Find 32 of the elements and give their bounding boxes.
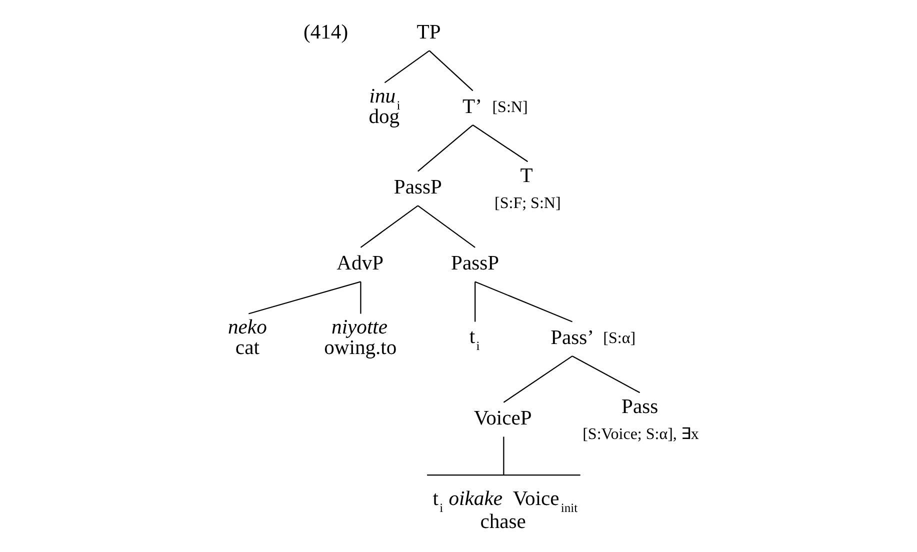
connector bbox=[384, 50, 430, 84]
connector bbox=[503, 356, 573, 403]
connector bbox=[572, 356, 640, 394]
connector bbox=[474, 281, 573, 322]
connector bbox=[360, 205, 418, 248]
node-text: TP bbox=[416, 22, 441, 44]
node-text: inu$_{i}$ dog bbox=[368, 86, 400, 128]
node-text: PassP bbox=[394, 176, 442, 199]
node-text: t$_{i}$ oikake Voice$_{init}$ chase bbox=[432, 488, 578, 534]
node-text: PassP bbox=[451, 252, 500, 275]
connector bbox=[428, 50, 474, 92]
connector bbox=[472, 124, 528, 162]
node-label: [S:α] bbox=[603, 330, 636, 348]
node-text: t$_{i}$ bbox=[469, 326, 480, 353]
connector bbox=[503, 436, 504, 476]
node-text: T’ bbox=[462, 96, 482, 118]
node-text: VoiceP bbox=[474, 408, 532, 430]
connector bbox=[474, 282, 476, 322]
node-text: niyotte owing.to bbox=[324, 316, 397, 360]
node-label: [S:F; S:N] bbox=[494, 195, 561, 212]
connector bbox=[418, 124, 474, 172]
node-text: AdvP bbox=[336, 252, 384, 275]
connector bbox=[248, 281, 361, 314]
node-text: T bbox=[520, 165, 533, 188]
label: (414) bbox=[304, 22, 348, 44]
node-label: [S:Voice; S:α], ∃x bbox=[582, 426, 699, 444]
node-text: Pass bbox=[622, 396, 658, 418]
node-text: neko cat bbox=[228, 316, 267, 360]
node-label: [S:N] bbox=[492, 99, 528, 116]
connector bbox=[360, 282, 362, 314]
node-text: Pass’ bbox=[550, 326, 594, 349]
connector bbox=[418, 205, 476, 248]
